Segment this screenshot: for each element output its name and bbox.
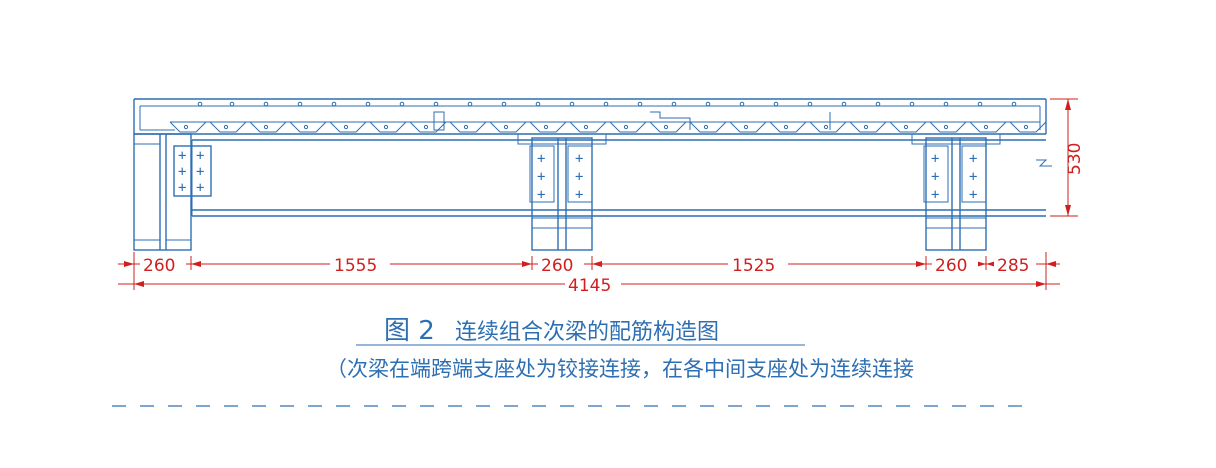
rebar-dot bbox=[463, 124, 469, 130]
rebar-dot bbox=[703, 124, 709, 130]
bolt: + bbox=[196, 180, 204, 196]
figure-number: 图 2 bbox=[384, 316, 435, 346]
rebar-dot bbox=[569, 101, 575, 107]
rebar-dot bbox=[783, 124, 789, 130]
bolt: + bbox=[575, 151, 583, 167]
rebar-dot bbox=[943, 124, 949, 130]
rebar-dot bbox=[739, 101, 745, 107]
rebar-dot bbox=[663, 124, 669, 130]
middle-support-2 bbox=[911, 134, 1001, 251]
rebar-dot bbox=[223, 124, 229, 130]
bolts: + + + + + + + + + + + + + + + + + + bbox=[178, 148, 977, 203]
rebar-dot bbox=[423, 124, 429, 130]
rebar-dots bbox=[183, 101, 1029, 130]
bolt: + bbox=[575, 187, 583, 203]
bolt: + bbox=[537, 169, 545, 185]
rebar-dot bbox=[303, 124, 309, 130]
dim-260-right: 260 bbox=[935, 256, 967, 276]
rebar-dot bbox=[743, 124, 749, 130]
rebar-dot bbox=[229, 101, 235, 107]
secondary-beam bbox=[191, 139, 1046, 217]
dim-height-label: 530 bbox=[1065, 143, 1085, 175]
dim-260-mid: 260 bbox=[541, 256, 573, 276]
rebar-dot bbox=[331, 101, 337, 107]
rebar-dot bbox=[807, 101, 813, 107]
rebar-dot bbox=[903, 124, 909, 130]
rebar-dot bbox=[841, 101, 847, 107]
dim-1555: 1555 bbox=[334, 256, 377, 276]
rebar-dot bbox=[263, 124, 269, 130]
rebar-dot bbox=[535, 101, 541, 107]
rebar-dot bbox=[263, 101, 269, 107]
profiled-steel-deck bbox=[169, 121, 1047, 133]
bolt: + bbox=[178, 148, 186, 164]
rebar-dot bbox=[183, 124, 189, 130]
bolt: + bbox=[931, 169, 939, 185]
bolt: + bbox=[969, 187, 977, 203]
rebar-dot bbox=[1011, 101, 1017, 107]
deck-profile bbox=[169, 121, 1047, 133]
bolt: + bbox=[931, 187, 939, 203]
rebar-dot bbox=[1023, 124, 1029, 130]
rebar-dot bbox=[875, 101, 881, 107]
rebar-dot bbox=[637, 101, 643, 107]
bolt: + bbox=[537, 151, 545, 167]
dim-285: 285 bbox=[997, 256, 1029, 276]
rebar-dot bbox=[433, 101, 439, 107]
rebar-dot bbox=[603, 101, 609, 107]
rebar-dot bbox=[705, 101, 711, 107]
rebar-dot bbox=[863, 124, 869, 130]
dim-1525: 1525 bbox=[732, 256, 775, 276]
bolt: + bbox=[969, 151, 977, 167]
figure-subtitle: （次梁在端跨端支座处为铰接连接，在各中间支座处为连续连接 bbox=[326, 357, 914, 381]
rebar-dot bbox=[343, 124, 349, 130]
rebar-dot bbox=[943, 101, 949, 107]
end-support-main-beam bbox=[133, 133, 212, 251]
rebar-dot bbox=[983, 124, 989, 130]
break-symbol bbox=[1036, 159, 1052, 167]
bottom-dimensions: 260 1555 260 1525 260 285 4145 bbox=[118, 252, 1060, 296]
rebar-dot bbox=[467, 101, 473, 107]
bolt: + bbox=[931, 151, 939, 167]
rebar-dot bbox=[501, 101, 507, 107]
concrete-slab bbox=[133, 98, 1047, 135]
rebar-dot bbox=[297, 101, 303, 107]
rebar-dot bbox=[197, 101, 203, 107]
rebar-dot bbox=[503, 124, 509, 130]
figure-title: 连续组合次梁的配筋构造图 bbox=[455, 320, 719, 345]
bolt: + bbox=[178, 164, 186, 180]
dim-total: 4145 bbox=[568, 276, 611, 296]
dim-260-left: 260 bbox=[143, 256, 175, 276]
bolt: + bbox=[196, 164, 204, 180]
height-dimension: 530 bbox=[1050, 98, 1085, 217]
rebar-dot bbox=[383, 124, 389, 130]
rebar-dot bbox=[823, 124, 829, 130]
rebar-dot bbox=[773, 101, 779, 107]
slab-details bbox=[433, 111, 831, 131]
bolt: + bbox=[178, 180, 186, 196]
bolt: + bbox=[969, 169, 977, 185]
rebar-dot bbox=[977, 101, 983, 107]
rebar-dot bbox=[543, 124, 549, 130]
middle-support-1 bbox=[517, 134, 607, 251]
bolt: + bbox=[196, 148, 204, 164]
rebar-dot bbox=[909, 101, 915, 107]
rebar-dot bbox=[365, 101, 371, 107]
bolt: + bbox=[537, 187, 545, 203]
rebar-dot bbox=[583, 124, 589, 130]
bolt: + bbox=[575, 169, 583, 185]
rebar-dot bbox=[399, 101, 405, 107]
caption: 图 2 连续组合次梁的配筋构造图 （次梁在端跨端支座处为铰接连接，在各中间支座处… bbox=[326, 316, 914, 381]
rebar-dot bbox=[623, 124, 629, 130]
rebar-dot bbox=[671, 101, 677, 107]
